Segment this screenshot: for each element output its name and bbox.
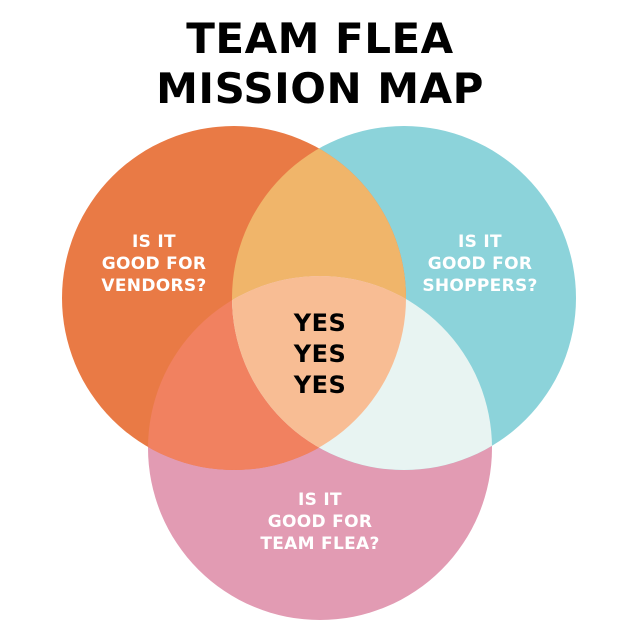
vendors-label-line-3: VENDORS? — [101, 276, 206, 296]
center-label: YES YES YES — [293, 309, 347, 399]
page-title-line-1: TEAM FLEA — [186, 14, 454, 63]
shoppers-label-line-2: GOOD FOR — [428, 254, 532, 274]
vendors-label-line-1: IS IT — [132, 232, 176, 252]
team-flea-label-line-3: TEAM FLEA? — [260, 534, 379, 554]
shoppers-label-line-3: SHOPPERS? — [422, 276, 537, 296]
center-label-line-3: YES — [293, 371, 347, 399]
team-flea-label-line-2: GOOD FOR — [268, 512, 372, 532]
page-title-line-2: MISSION MAP — [156, 64, 484, 113]
shoppers-label: IS IT GOOD FOR SHOPPERS? — [422, 232, 537, 296]
center-label-line-2: YES — [293, 340, 347, 368]
team-flea-label: IS IT GOOD FOR TEAM FLEA? — [260, 490, 379, 554]
center-label-line-1: YES — [293, 309, 347, 337]
team-flea-label-line-1: IS IT — [298, 490, 342, 510]
vendors-label-line-2: GOOD FOR — [102, 254, 206, 274]
vendors-label: IS IT GOOD FOR VENDORS? — [101, 232, 206, 296]
shoppers-label-line-1: IS IT — [458, 232, 502, 252]
